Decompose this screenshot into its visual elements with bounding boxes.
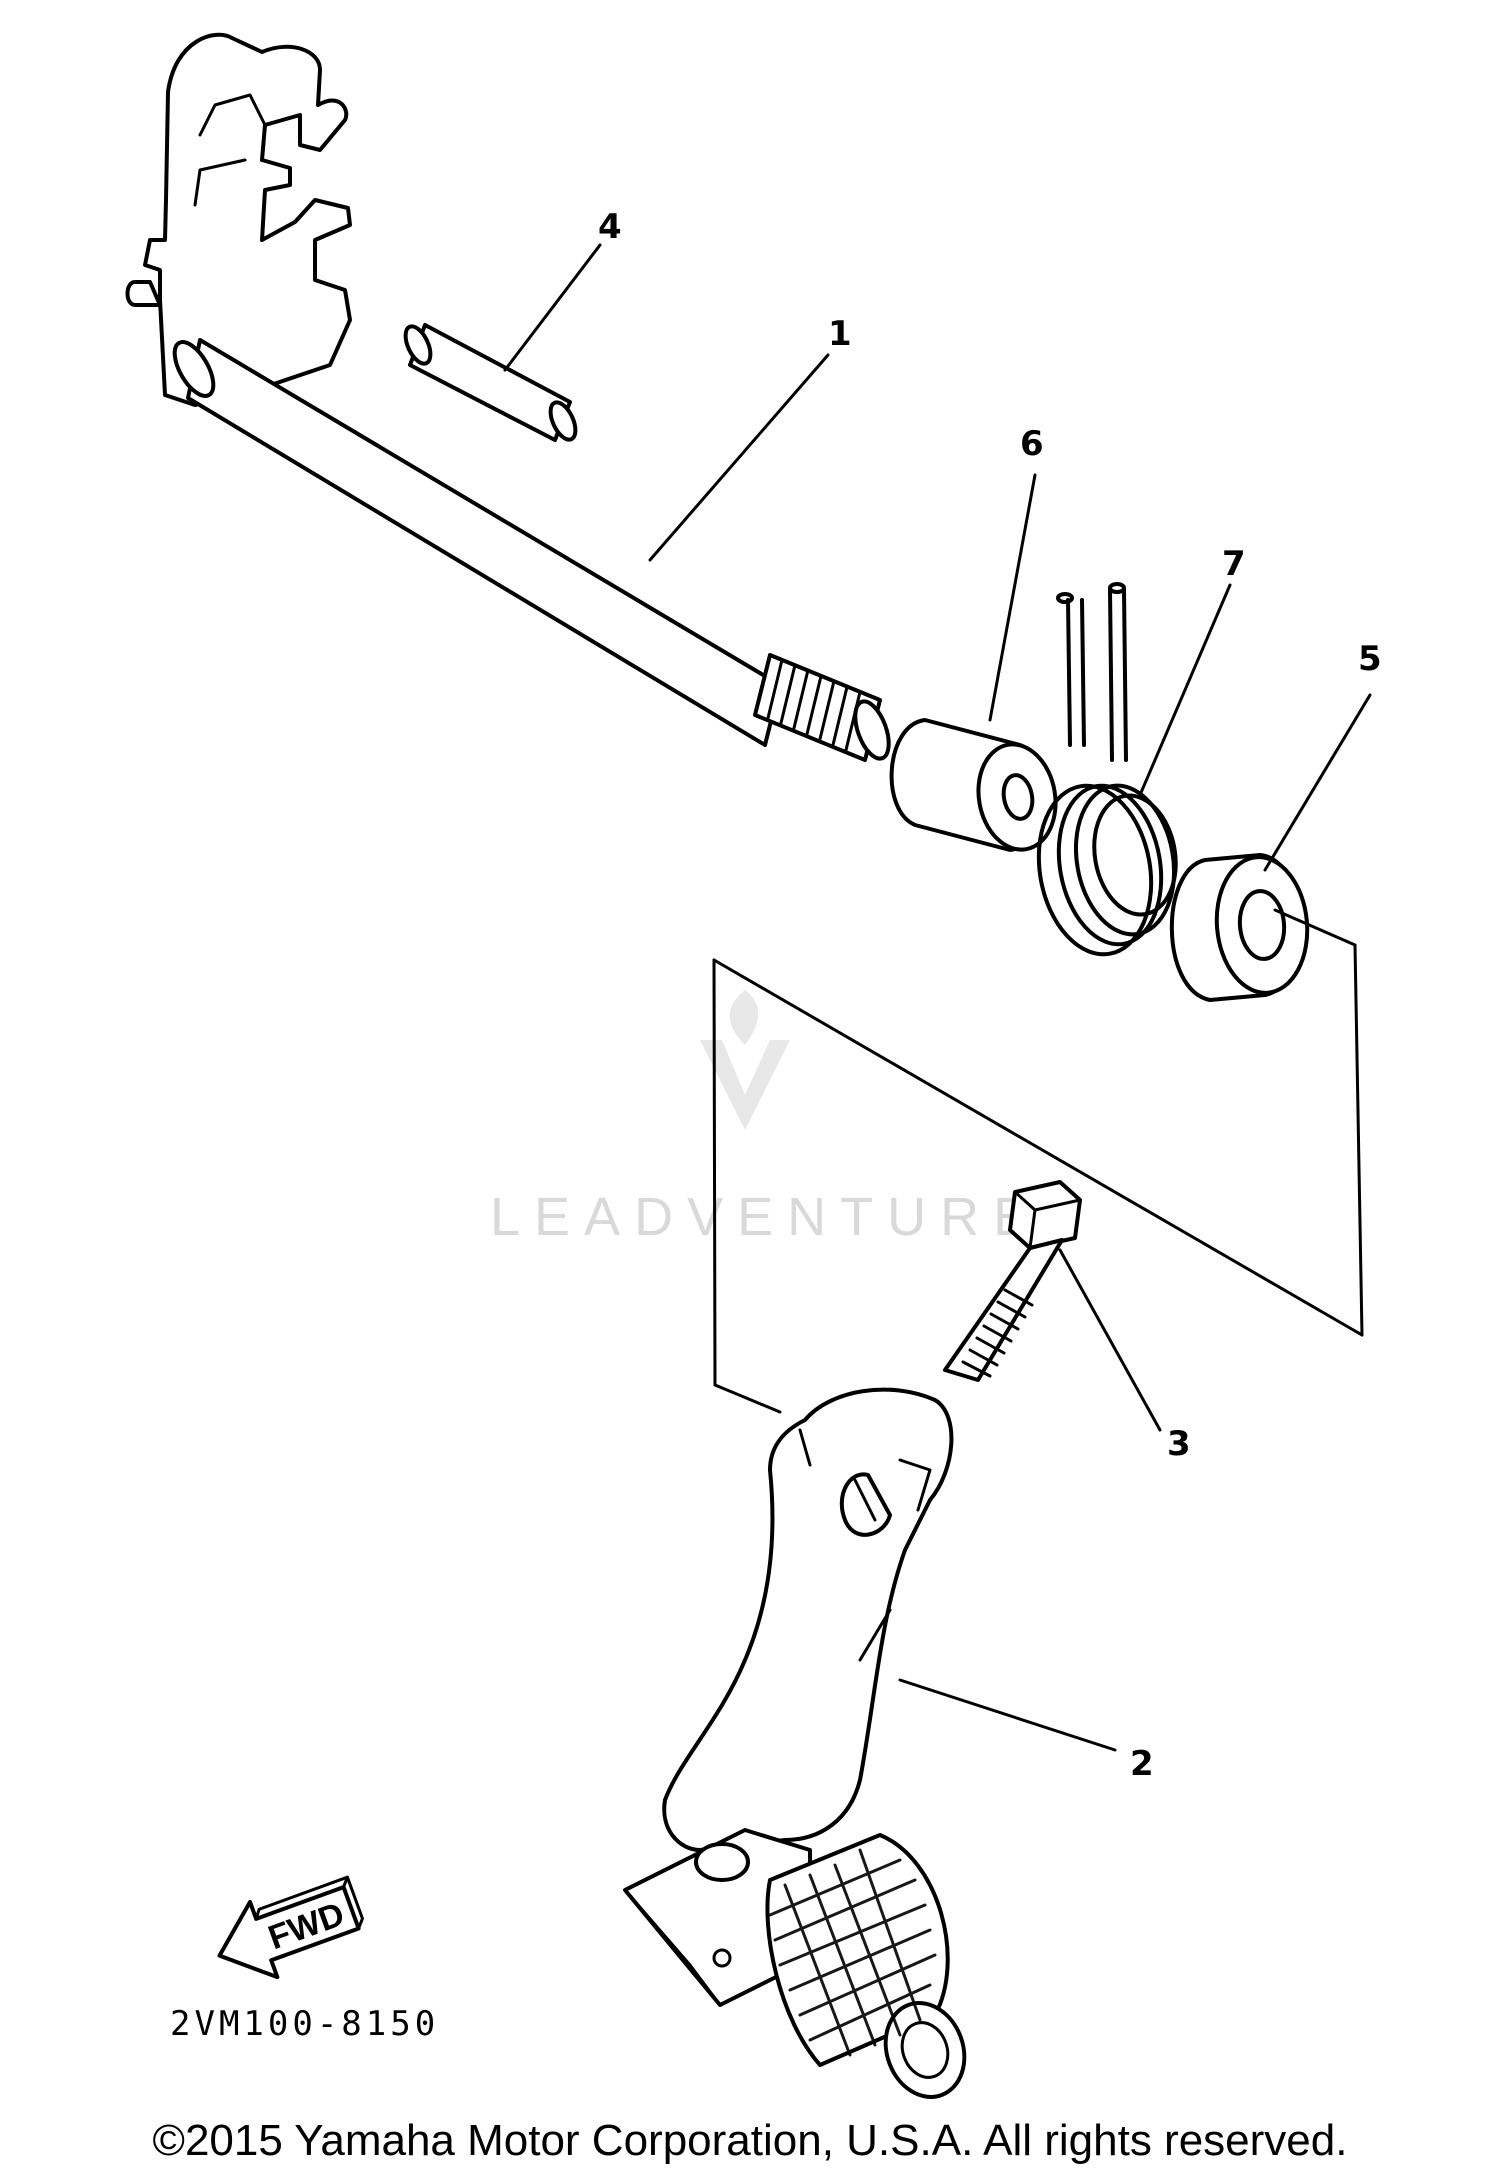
part-6-collar — [889, 718, 1058, 852]
leader-6 — [988, 473, 1037, 722]
leader-1 — [648, 353, 830, 562]
callout-6: 6 — [1020, 424, 1044, 464]
leader-lines — [503, 243, 1372, 1752]
part-3-bolt — [943, 1180, 1082, 1382]
part-2-shift-pedal — [623, 1387, 967, 2099]
assembly-guide-lines — [712, 943, 1364, 1414]
watermark-text: LEADVENTURE — [490, 1187, 1043, 1247]
leader-3 — [1058, 1248, 1162, 1432]
callout-5: 5 — [1358, 639, 1382, 679]
callout-2: 2 — [1130, 1744, 1154, 1784]
callout-7: 7 — [1222, 544, 1246, 584]
callout-4: 4 — [598, 207, 622, 247]
leader-7 — [1138, 583, 1232, 797]
part-4-pin — [403, 323, 578, 442]
callout-1: 1 — [828, 314, 852, 354]
leader-5 — [1263, 693, 1372, 872]
leadventure-logo-icon — [700, 990, 790, 1130]
leader-4 — [503, 243, 602, 372]
part-1-shift-shaft — [125, 32, 891, 762]
callout-3: 3 — [1167, 1424, 1191, 1464]
leader-2 — [898, 1678, 1117, 1752]
copyright-notice: ©2015 Yamaha Motor Corporation, U.S.A. A… — [152, 2116, 1348, 2165]
fwd-arrow-icon: FWD — [217, 1875, 364, 1980]
part-7-torsion-spring — [1036, 582, 1178, 957]
part-5-seal — [1169, 853, 1357, 1002]
part-code: 2VM100-8150 — [170, 2004, 439, 2044]
